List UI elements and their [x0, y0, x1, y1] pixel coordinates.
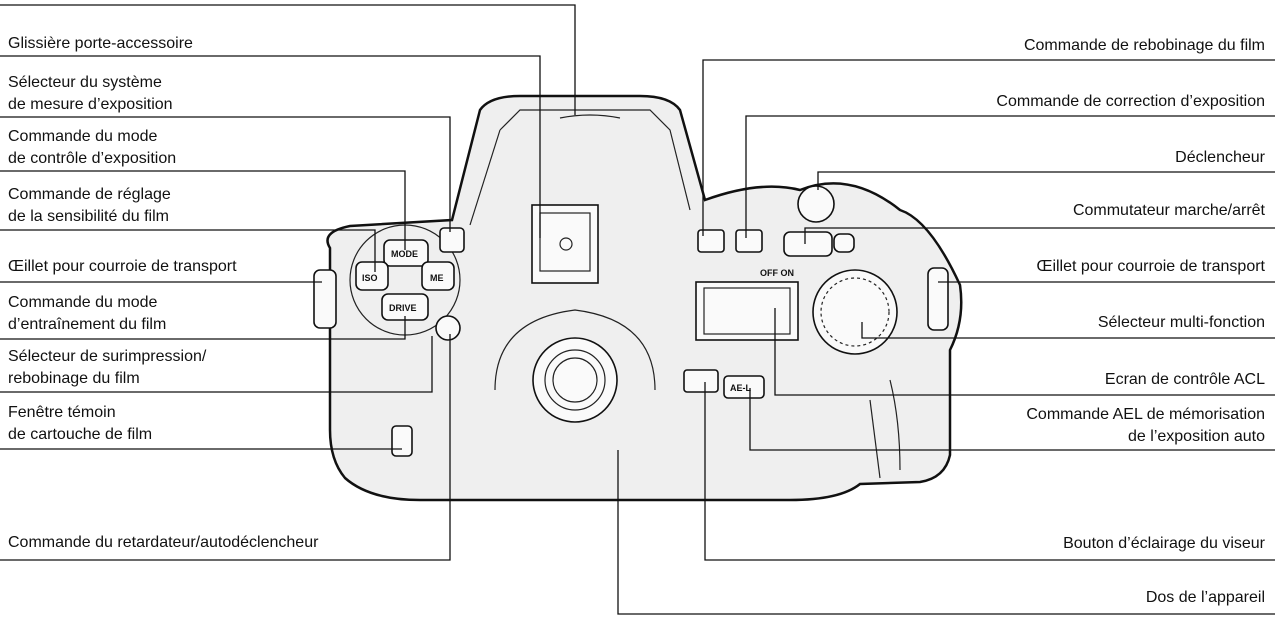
strap-eyelet-right — [927, 267, 949, 331]
iso-button-mark: ISO — [362, 273, 378, 283]
label-command-dial: Sélecteur multi-fonction — [1097, 314, 1265, 331]
viewfinder-illum-button — [683, 369, 719, 393]
metering-selector — [439, 227, 465, 253]
label-power-switch: Commutateur marche/arrêt — [1072, 202, 1265, 219]
ael-button-mark: AE-L — [730, 383, 751, 393]
label-iso-button: Commande de réglage de la sensibilité du… — [8, 186, 171, 225]
exposure-comp-button — [735, 229, 763, 253]
label-hot-shoe: Glissière porte-accessoire — [8, 35, 193, 52]
leader-iso — [0, 229, 376, 272]
strap-eyelet-left — [313, 269, 337, 329]
leader-self-timer — [0, 334, 451, 561]
iso-button: ISO — [355, 261, 389, 291]
label-lcd-panel: Ecran de contrôle ACL — [1104, 371, 1265, 388]
leader-multi-exp — [0, 336, 433, 393]
label-ael-button: Commande AEL de mémorisation de l’exposi… — [1026, 406, 1265, 445]
leader-shutter — [817, 171, 1275, 190]
ael-button: AE-L — [723, 375, 765, 399]
leader-hot-shoe-2 — [0, 55, 541, 238]
label-self-timer-button: Commande du retardateur/autodéclencheur — [8, 534, 319, 551]
label-metering-selector: Sélecteur du système de mesure d’exposit… — [8, 74, 173, 113]
leader-metering — [0, 116, 451, 232]
label-multi-exposure-selector: Sélecteur de surimpression/ rebobinage d… — [8, 348, 207, 387]
label-shutter-release: Déclencheur — [1175, 149, 1265, 166]
label-strap-eyelet-right: Œillet pour courroie de transport — [1036, 258, 1265, 275]
leader-drive — [0, 316, 406, 340]
rewind-button — [697, 229, 725, 253]
label-camera-back: Dos de l’appareil — [1145, 589, 1265, 606]
label-strap-eyelet-left: Œillet pour courroie de transport — [8, 258, 237, 275]
command-dial — [812, 269, 898, 355]
leader-ael — [749, 388, 1275, 451]
label-film-window: Fenêtre témoin de cartouche de film — [8, 404, 153, 443]
power-switch — [783, 231, 855, 257]
leader-exp-comp — [745, 115, 1275, 238]
leader-dial — [861, 322, 1275, 339]
leader-mode — [0, 170, 406, 250]
leader-illum — [704, 382, 1275, 561]
leader-hot-shoe — [0, 4, 576, 115]
label-exposure-comp-button: Commande de correction d’exposition — [996, 93, 1265, 110]
drive-button-mark: DRIVE — [389, 303, 417, 313]
mode-button-mark: MODE — [391, 249, 418, 259]
hot-shoe — [531, 204, 599, 284]
leader-lcd — [774, 308, 1275, 396]
film-window — [391, 425, 413, 457]
me-button: ME — [421, 261, 455, 291]
lcd-panel — [695, 281, 799, 341]
label-drive-mode-button: Commande du mode d’entraînement du film — [8, 294, 167, 333]
mode-button: MODE — [383, 239, 429, 267]
off-on-mark: OFF ON — [760, 268, 794, 278]
leader-back — [617, 450, 1275, 615]
me-button-mark: ME — [430, 273, 444, 283]
self-timer-dial — [435, 315, 461, 341]
leader-power — [804, 227, 1275, 244]
label-rewind-button: Commande de rebobinage du film — [1023, 37, 1265, 54]
shutter-release — [797, 185, 835, 223]
label-exposure-mode-button: Commande du mode de contrôle d’expositio… — [8, 128, 177, 167]
label-viewfinder-illum-button: Bouton d’éclairage du viseur — [1063, 535, 1265, 552]
leader-rewind — [702, 59, 1275, 236]
